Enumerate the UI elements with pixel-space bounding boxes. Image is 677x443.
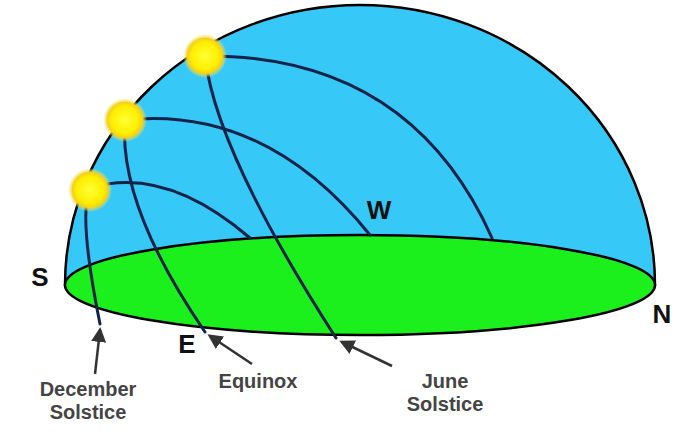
compass-label: E xyxy=(172,330,202,360)
equinox-label: Equinox xyxy=(203,370,313,393)
june-sun xyxy=(183,34,227,78)
june-leader xyxy=(342,342,392,366)
compass-label: W xyxy=(359,196,399,226)
solstice-label: June Solstice xyxy=(387,370,503,416)
june-sun-path xyxy=(205,56,492,338)
december-leader xyxy=(95,330,100,374)
ground-plane xyxy=(65,235,655,335)
equinox-leader xyxy=(210,336,252,364)
december-sun xyxy=(68,168,112,212)
compass-label: S xyxy=(20,263,60,293)
equinox-sun xyxy=(103,98,147,142)
equinox-sun-path xyxy=(124,118,370,332)
solstice-label: December Solstice xyxy=(21,378,155,424)
compass-label: N xyxy=(650,300,674,330)
december-sun-path xyxy=(86,182,250,324)
